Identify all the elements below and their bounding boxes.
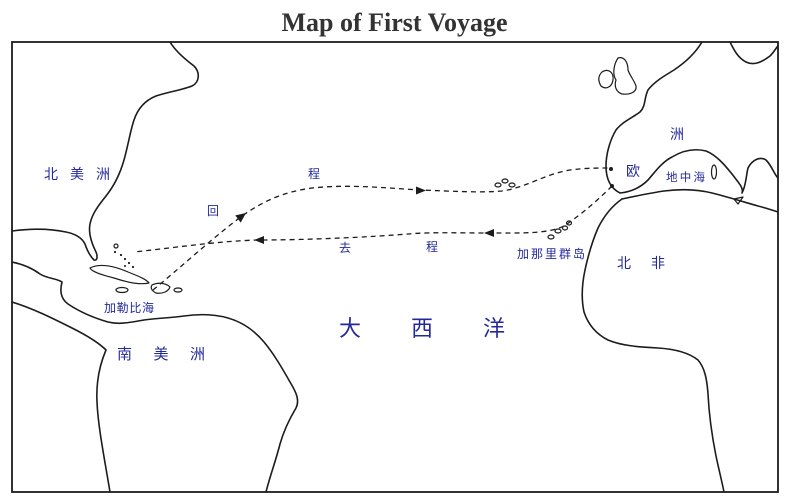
canary-island [547, 234, 555, 240]
return-trip-label-1: 回 [207, 204, 219, 218]
caribbean-sea-label: 加勒比海 [104, 300, 154, 315]
atlantic-ocean-label: 大 西 洋 [339, 317, 505, 342]
south-america-label: 南 美 洲 [117, 345, 205, 363]
outbound-trip-label-2: 程 [426, 239, 438, 254]
europe-label-1: 欧 [626, 164, 640, 180]
ireland-island [598, 69, 614, 89]
return-route-arrow [416, 186, 426, 195]
voyage-routes [133, 167, 613, 291]
pacific-coastline [12, 301, 111, 492]
britain-island [613, 57, 637, 95]
outbound-route-arrow [484, 229, 494, 237]
mediterranean-sea-label: 地中海 [666, 170, 706, 184]
azores-island [501, 178, 509, 184]
baltic-coastline [729, 42, 778, 65]
return-route-arrow [235, 213, 246, 223]
canary-island [565, 220, 573, 226]
azores-island [494, 182, 502, 188]
bahamas-island-dot [123, 257, 127, 261]
europe-coastline [605, 42, 778, 194]
azores-island [508, 182, 516, 188]
north-america-label: 北 美 洲 [44, 167, 110, 183]
outbound-route-arrow [254, 236, 264, 244]
europe-label-2: 洲 [670, 127, 684, 143]
outbound-route-line [133, 185, 613, 253]
return-port-dot [609, 167, 613, 171]
return-trip-label-2: 程 [308, 166, 320, 181]
coastlines [12, 42, 778, 492]
map-title: Map of First Voyage [281, 8, 507, 37]
bahamas-island-dot [124, 265, 126, 267]
canary-islands-label: 加那里群岛 [517, 246, 585, 261]
canary-islands [547, 220, 573, 240]
san-salvador-island [113, 243, 119, 249]
azores-islands [494, 178, 516, 188]
canary-island [561, 225, 569, 231]
canary-island [554, 228, 562, 234]
cuba-island [89, 264, 150, 285]
puerto-rico-island [173, 287, 183, 293]
bahamas-island-dot [113, 250, 117, 254]
africa-west-coastline [581, 198, 725, 492]
africa-north-coastline [621, 188, 778, 213]
map-frame [11, 41, 779, 493]
bahamas-island-dot [119, 253, 123, 257]
hispaniola-island [150, 282, 171, 294]
bahamas-islands [113, 243, 135, 269]
north-america-coastline [12, 42, 200, 261]
corsica-sardinia-island [710, 164, 718, 180]
bahamas-island-dot [131, 265, 135, 269]
caribbean-coastline [12, 261, 299, 492]
bahamas-island-dot [127, 261, 131, 265]
jamaica-island [115, 286, 129, 294]
north-africa-label: 北 非 [617, 256, 665, 272]
return-route-line [152, 167, 611, 291]
outbound-trip-label-1: 去 [339, 241, 351, 255]
